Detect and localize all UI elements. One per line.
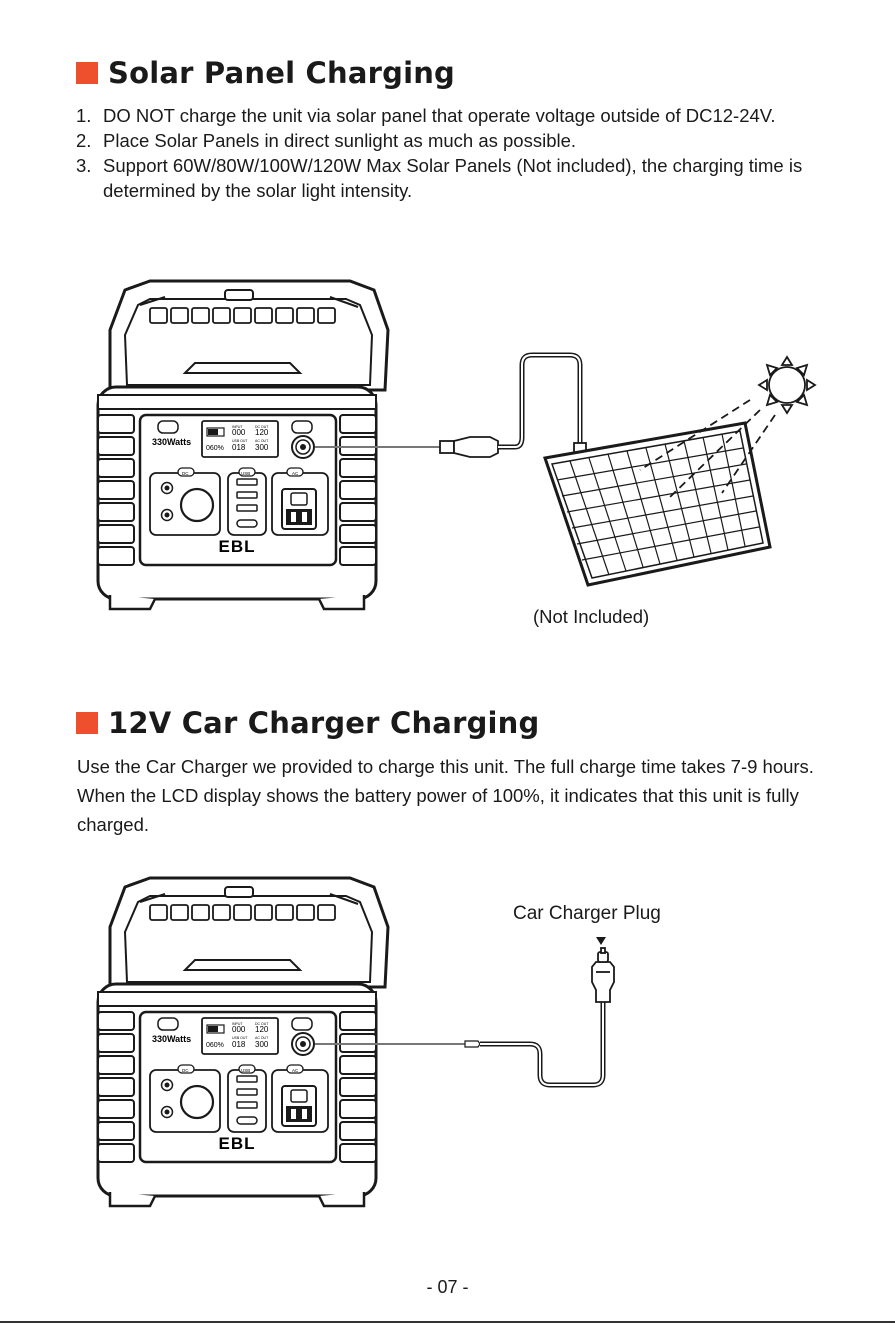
not-included-caption: (Not Included): [533, 606, 650, 627]
solar-panel-icon: [543, 421, 772, 587]
step-number: 2.: [76, 130, 92, 151]
car-section-title: 12V Car Charger Charging: [76, 706, 539, 740]
solar-steps-list: 1. DO NOT charge the unit via solar panel…: [76, 103, 836, 203]
step-text: Place Solar Panels in direct sunlight as…: [103, 130, 577, 151]
plug-pointer-arrow: [596, 937, 606, 945]
device-dc-button-label: DC: [182, 1068, 189, 1073]
step-text: Support 60W/80W/100W/120W Max Solar Pane…: [103, 155, 803, 201]
device-usb-button-label: USB: [241, 1068, 250, 1073]
device-dc-button-label: DC: [182, 471, 189, 476]
device-model-label: 330Watts: [152, 1034, 191, 1044]
lcd-battery-percent: 060%: [206, 1042, 224, 1049]
lcd-dc-out-label: DC OUT: [255, 1022, 269, 1026]
step-number: 3.: [76, 155, 92, 176]
page-bottom-rule: [0, 1321, 895, 1323]
step-number: 1.: [76, 105, 92, 126]
lcd-dc-out-watts: 120: [255, 1025, 269, 1034]
car-charging-illustration: 330Watts 060% INPUT 000 DC OUT 120 USB O…: [96, 876, 615, 1208]
lcd-input-watts: 000: [232, 428, 246, 437]
solar-title-text: Solar Panel Charging: [108, 56, 456, 90]
device-ac-button-label: AC: [292, 1068, 299, 1073]
solar-step: 3. Support 60W/80W/100W/120W Max Solar Pa…: [76, 153, 836, 203]
lcd-ac-out-watts: 300: [255, 1040, 269, 1049]
step-text: DO NOT charge the unit via solar panel t…: [103, 105, 776, 126]
device-brand-logo: EBL: [219, 537, 256, 556]
lcd-dc-out-watts: 120: [255, 428, 269, 437]
lcd-ac-out-label: AC OUT: [255, 1036, 269, 1040]
lcd-ac-out-label: AC OUT: [255, 439, 269, 443]
page-number: - 07 -: [426, 1277, 469, 1297]
lcd-usb-out-label: USB OUT: [232, 1036, 248, 1040]
lcd-usb-out-label: USB OUT: [232, 439, 248, 443]
lcd-dc-out-label: DC OUT: [255, 425, 269, 429]
solar-step: 2. Place Solar Panels in direct sunlight …: [76, 128, 836, 153]
title-bullet-square: [76, 712, 98, 734]
lcd-input-watts: 000: [232, 1025, 246, 1034]
lcd-usb-watts: 018: [232, 443, 246, 452]
solar-step: 1. DO NOT charge the unit via solar panel…: [76, 103, 836, 128]
device-usb-button-label: USB: [241, 471, 250, 476]
car-title-text: 12V Car Charger Charging: [108, 706, 540, 740]
device-model-label: 330Watts: [152, 437, 191, 447]
car-charging-paragraph: Use the Car Charger we provided to charg…: [77, 756, 814, 835]
device-brand-logo: EBL: [219, 1134, 256, 1153]
solar-section-title: Solar Panel Charging: [76, 56, 455, 90]
lcd-input-label: INPUT: [232, 1022, 243, 1026]
lcd-ac-out-watts: 300: [255, 443, 269, 452]
car-charger-plug-icon: [591, 947, 615, 1003]
device-ac-button-label: AC: [292, 471, 299, 476]
sun-icon: [757, 355, 817, 415]
lcd-input-label: INPUT: [232, 425, 243, 429]
lcd-battery-percent: 060%: [206, 445, 224, 452]
solar-charging-illustration: 330Watts 060% INPUT 000 DC OUT 120 USB O…: [96, 279, 817, 611]
car-charger-plug-label: Car Charger Plug: [513, 903, 661, 924]
lcd-usb-watts: 018: [232, 1040, 246, 1049]
title-bullet-square: [76, 62, 98, 84]
